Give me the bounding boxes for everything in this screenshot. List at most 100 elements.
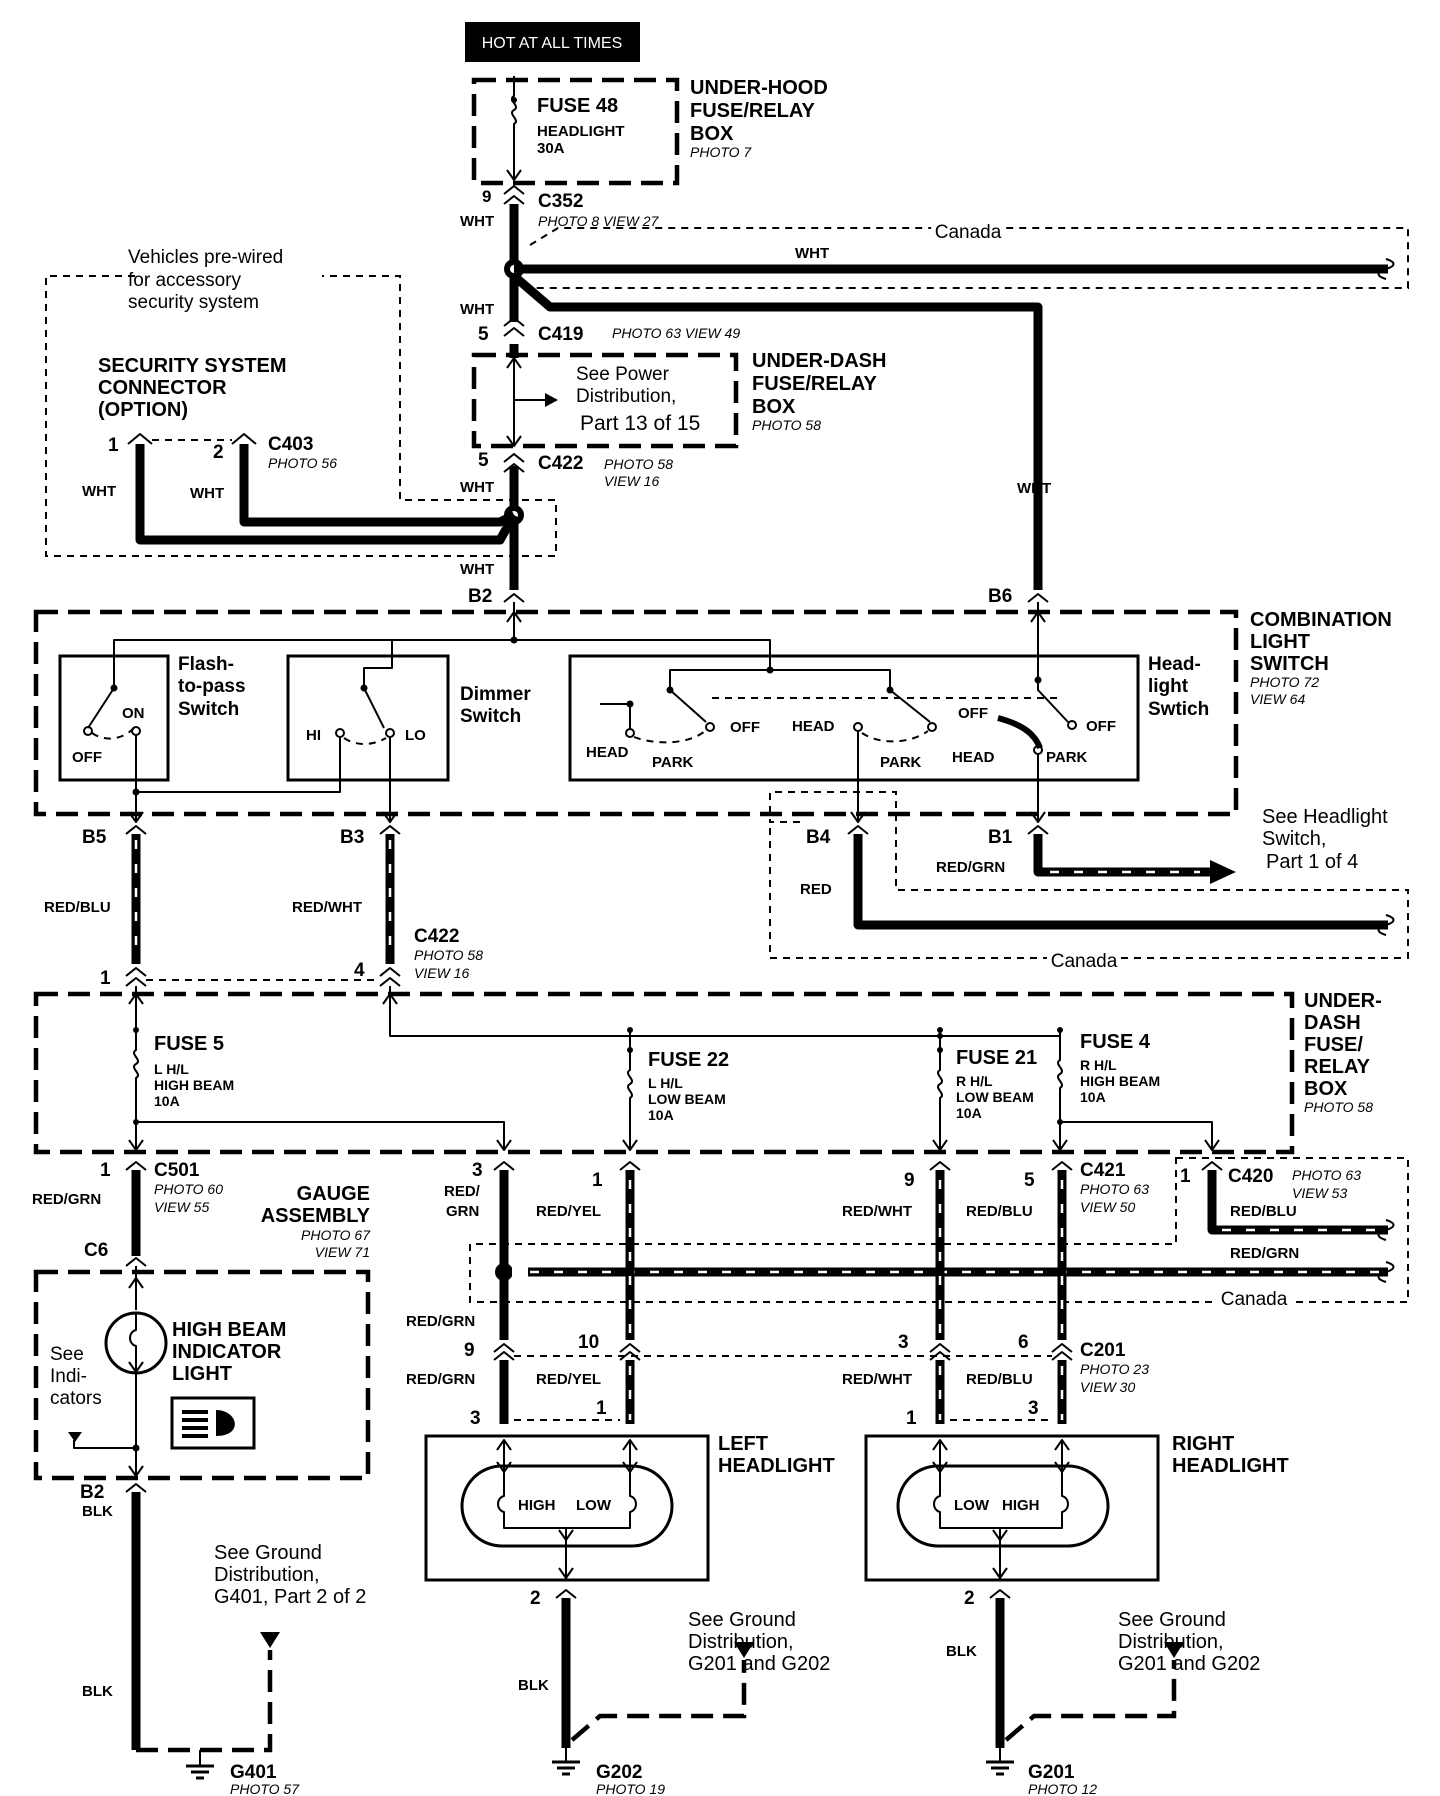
see-headlight-switch-note: See Headlight Switch, Part 1 of 4: [1262, 806, 1388, 873]
svg-text:FUSE/RELAY: FUSE/RELAY: [752, 373, 878, 395]
headlight-feed-wires: RED/ GRN RED/YEL RED/WHT RED/BLU RED/GRN: [406, 1170, 1067, 1340]
ground-g401: See Ground Distribution, G401, Part 2 of…: [136, 1542, 366, 1796]
under-hood-fuse-relay-box-label: UNDER-HOOD FUSE/RELAY BOX PHOTO 7: [690, 77, 828, 160]
svg-text:Flash-: Flash-: [178, 654, 234, 675]
svg-text:10A: 10A: [154, 1093, 180, 1109]
svg-text:PHOTO 67: PHOTO 67: [301, 1227, 371, 1243]
svg-text:light: light: [1148, 676, 1189, 697]
svg-text:LIGHT: LIGHT: [1250, 631, 1310, 653]
svg-text:R H/L: R H/L: [1080, 1057, 1117, 1073]
combination-light-switch: COMBINATION LIGHT SWITCH PHOTO 72 VIEW 6…: [33, 602, 1392, 817]
svg-text:BLK: BLK: [518, 1677, 549, 1694]
svg-text:Switch: Switch: [460, 706, 521, 727]
svg-text:VIEW 30: VIEW 30: [1080, 1379, 1135, 1395]
high-beam-indicator-light: HIGH BEAM INDICATOR LIGHT See Indi- cato…: [33, 1266, 371, 1481]
svg-text:PHOTO 63: PHOTO 63: [1292, 1167, 1361, 1183]
svg-text:LOW BEAM: LOW BEAM: [956, 1089, 1034, 1105]
svg-text:security system: security system: [128, 292, 259, 313]
svg-text:HIGH BEAM: HIGH BEAM: [1080, 1073, 1160, 1089]
svg-text:G401, Part 2 of 2: G401, Part 2 of 2: [214, 1586, 366, 1608]
svg-text:B4: B4: [806, 827, 831, 848]
svg-text:1: 1: [906, 1408, 917, 1429]
under-dash-fuse-box-top: See Power Distribution, Part 13 of 15: [471, 352, 739, 449]
svg-text:BLK: BLK: [82, 1503, 113, 1520]
svg-text:Part 13 of 15: Part 13 of 15: [580, 412, 700, 435]
svg-text:WHT: WHT: [460, 561, 494, 578]
svg-text:C501: C501: [154, 1160, 200, 1181]
svg-text:PHOTO 72: PHOTO 72: [1250, 674, 1319, 690]
svg-text:10A: 10A: [1080, 1089, 1106, 1105]
svg-text:Swtich: Swtich: [1148, 699, 1209, 720]
svg-text:G201 and G202: G201 and G202: [1118, 1653, 1260, 1675]
svg-text:OFF: OFF: [1086, 718, 1116, 735]
svg-text:HEADLIGHT: HEADLIGHT: [718, 1455, 835, 1477]
svg-text:OFF: OFF: [730, 719, 760, 736]
flash-to-pass-switch: ON OFF Flash- to-pass Switch: [58, 654, 246, 792]
svg-text:for accessory: for accessory: [128, 270, 241, 291]
svg-text:GAUGE: GAUGE: [297, 1183, 370, 1205]
svg-text:PHOTO 58: PHOTO 58: [1304, 1099, 1373, 1115]
svg-text:DASH: DASH: [1304, 1012, 1361, 1034]
svg-text:PHOTO 56: PHOTO 56: [268, 455, 337, 471]
svg-text:FUSE/: FUSE/: [1304, 1034, 1363, 1056]
svg-text:PHOTO 58: PHOTO 58: [414, 947, 483, 963]
svg-text:OFF: OFF: [72, 749, 102, 766]
svg-text:C421: C421: [1080, 1160, 1126, 1181]
svg-text:PHOTO 12: PHOTO 12: [1028, 1781, 1097, 1796]
svg-text:GRN: GRN: [446, 1203, 479, 1220]
svg-text:Canada: Canada: [1221, 1289, 1288, 1310]
svg-text:COMBINATION: COMBINATION: [1250, 609, 1392, 631]
svg-text:INDICATOR: INDICATOR: [172, 1341, 282, 1363]
svg-text:HOT AT ALL TIMES: HOT AT ALL TIMES: [482, 35, 623, 52]
svg-text:B6: B6: [988, 586, 1012, 607]
svg-text:30A: 30A: [537, 140, 565, 157]
gauge-assembly-label: GAUGE ASSEMBLY PHOTO 67 VIEW 71: [261, 1183, 371, 1260]
svg-text:Distribution,: Distribution,: [1118, 1631, 1224, 1653]
svg-text:SECURITY SYSTEM: SECURITY SYSTEM: [98, 355, 287, 377]
svg-text:10A: 10A: [648, 1107, 674, 1123]
ground-g202: See Ground Distribution, G201 and G202 G…: [552, 1609, 830, 1796]
svg-text:LOW BEAM: LOW BEAM: [648, 1091, 726, 1107]
svg-text:PHOTO 63: PHOTO 63: [1080, 1181, 1149, 1197]
svg-text:LEFT: LEFT: [718, 1433, 768, 1455]
svg-text:RED/: RED/: [444, 1183, 481, 1200]
svg-text:LO: LO: [405, 727, 426, 744]
fuse-21: FUSE 21 R H/L LOW BEAM 10A: [932, 1036, 1037, 1151]
svg-text:RELAY: RELAY: [1304, 1056, 1371, 1078]
svg-text:3: 3: [472, 1160, 483, 1181]
svg-text:WHT: WHT: [460, 213, 494, 230]
svg-text:Dimmer: Dimmer: [460, 684, 531, 705]
svg-text:C419: C419: [538, 324, 583, 345]
svg-text:RED/GRN: RED/GRN: [32, 1191, 101, 1208]
left-headlight: HIGH LOW LEFT HEADLIGHT 2 BLK: [424, 1433, 835, 1748]
svg-text:FUSE 22: FUSE 22: [648, 1049, 729, 1071]
fuse-5: FUSE 5 L H/L HIGH BEAM 10A: [128, 1008, 512, 1151]
svg-text:CONNECTOR: CONNECTOR: [98, 377, 227, 399]
svg-text:Head-: Head-: [1148, 654, 1201, 675]
svg-text:9: 9: [482, 187, 491, 206]
svg-text:1: 1: [592, 1170, 603, 1191]
svg-text:RED/BLU: RED/BLU: [966, 1371, 1033, 1388]
svg-text:RED/BLU: RED/BLU: [1230, 1203, 1297, 1220]
svg-text:RED: RED: [800, 881, 832, 898]
connector-c201: 9 10 3 6 C201 PHOTO 23 VIEW 30 RED/GRN R…: [406, 1332, 1149, 1429]
fuse-48: FUSE 48 HEADLIGHT 30A: [471, 76, 680, 186]
svg-text:UNDER-: UNDER-: [1304, 990, 1382, 1012]
svg-text:1: 1: [100, 1160, 111, 1181]
svg-text:SWITCH: SWITCH: [1250, 653, 1329, 675]
svg-text:RED/GRN: RED/GRN: [1230, 1245, 1299, 1262]
connector-c501: 1 C501 PHOTO 60 VIEW 55 RED/GRN C6: [32, 1160, 223, 1267]
svg-text:1: 1: [1180, 1166, 1191, 1187]
svg-text:FUSE/RELAY: FUSE/RELAY: [690, 100, 816, 122]
fuse-22: FUSE 22 L H/L LOW BEAM 10A: [622, 1030, 729, 1151]
svg-text:G401: G401: [230, 1762, 277, 1783]
svg-text:cators: cators: [50, 1388, 102, 1409]
svg-text:PARK: PARK: [880, 754, 922, 771]
svg-text:PARK: PARK: [652, 754, 694, 771]
svg-text:L H/L: L H/L: [154, 1061, 189, 1077]
svg-text:Vehicles pre-wired: Vehicles pre-wired: [128, 247, 283, 268]
connector-c422-mid: 1 4 C422 PHOTO 58 VIEW 16: [100, 926, 483, 989]
svg-text:L H/L: L H/L: [648, 1075, 683, 1091]
svg-text:HEADLIGHT: HEADLIGHT: [1172, 1455, 1289, 1477]
svg-text:BOX: BOX: [752, 396, 796, 418]
